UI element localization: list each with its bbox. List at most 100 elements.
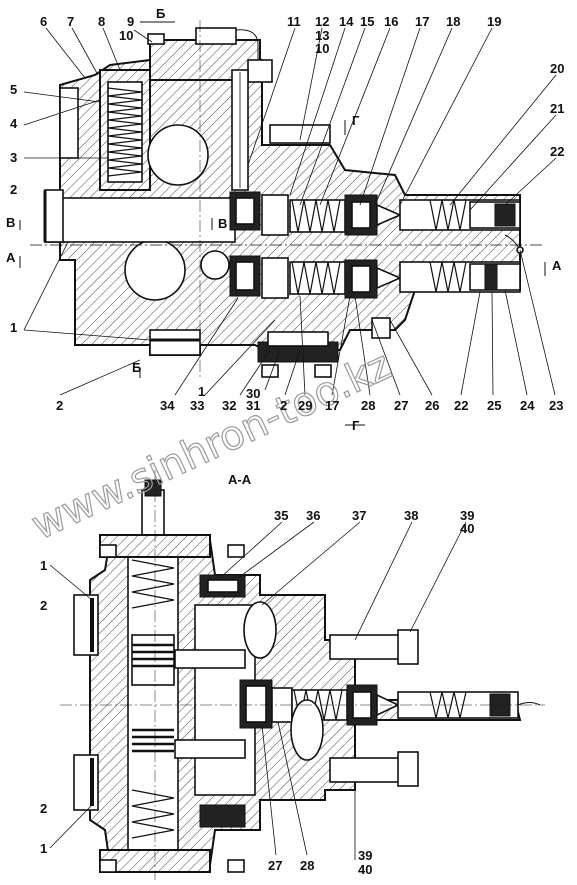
label-15: 15: [360, 14, 374, 29]
section-mark-b-top: Б: [156, 6, 165, 21]
sleeve-15: [261, 194, 289, 236]
label-section-28: 28: [300, 858, 314, 873]
spool-rings: [132, 643, 174, 753]
label-17-a: 17: [415, 14, 429, 29]
label-section-2-a: 2: [40, 598, 47, 613]
label-18: 18: [446, 14, 460, 29]
section-mark-b-bottom: Б: [132, 360, 141, 375]
label-section-1-b: 1: [40, 841, 47, 856]
label-39-a: 39: [460, 508, 474, 523]
spring-3: [107, 87, 143, 177]
leader-lines: [23, 27, 557, 860]
top-view-labels: 6 7 8 9 10 11 12 13 10 14 15 16 17 18 19…: [10, 14, 564, 413]
port-1-bottom: [149, 329, 201, 356]
fitting-11: [247, 59, 273, 83]
label-26: 26: [425, 398, 439, 413]
oval-bore-37: [243, 601, 277, 659]
label-39-b: 39: [358, 848, 372, 863]
label-section-1-a: 1: [40, 558, 47, 573]
cone-18: [376, 203, 403, 227]
label-35: 35: [274, 508, 288, 523]
label-28-a: 28: [361, 398, 375, 413]
label-11: 11: [287, 14, 301, 29]
section-mark-a-right: А: [552, 258, 562, 273]
label-16: 16: [384, 14, 398, 29]
label-30: 30: [246, 386, 260, 401]
oval-bore-right: [290, 699, 324, 761]
label-3: 3: [10, 150, 17, 165]
bolt-head-39: [397, 629, 419, 665]
label-38: 38: [404, 508, 418, 523]
label-21: 21: [550, 101, 564, 116]
label-40-b: 40: [358, 862, 372, 877]
label-13: 13: [315, 28, 329, 43]
label-10-b: 10: [315, 41, 329, 56]
watermark: www.sinhron-too.kz: [25, 342, 398, 549]
nut-25: [484, 263, 498, 291]
wire-section: [517, 702, 541, 706]
label-25: 25: [487, 398, 501, 413]
plug-bottom: [199, 804, 246, 828]
plug-22: [494, 203, 516, 227]
label-37: 37: [352, 508, 366, 523]
bolt-head-lower: [397, 751, 419, 787]
label-2-c: 2: [280, 398, 287, 413]
label-20: 20: [550, 61, 564, 76]
label-1-b: 1: [198, 384, 205, 399]
section-mark-a-left: А: [6, 250, 16, 265]
label-2-a: 2: [10, 182, 17, 197]
label-27-a: 27: [394, 398, 408, 413]
section-view-a-a: [60, 470, 545, 880]
bolt-lower: [329, 757, 401, 783]
label-23: 23: [549, 398, 563, 413]
sleeve-29: [261, 257, 289, 299]
port-2-upper: [73, 594, 99, 656]
label-22-a: 22: [550, 144, 564, 159]
label-9: 9: [127, 14, 134, 29]
label-17-b: 17: [325, 398, 339, 413]
label-section-27: 27: [268, 858, 282, 873]
label-32: 32: [222, 398, 236, 413]
bore-lower: [124, 239, 186, 301]
bolt-bottom: [314, 364, 332, 378]
plug-2-top: [44, 189, 64, 243]
section-view-labels: 35 36 37 38 39 40 1 2 2 1 27 28 39 40: [40, 508, 474, 877]
label-7: 7: [67, 14, 74, 29]
label-2-b: 2: [56, 398, 63, 413]
bore-small: [200, 250, 230, 280]
bolt-9-10: [147, 33, 165, 45]
label-29: 29: [298, 398, 312, 413]
pipe-line: [235, 29, 259, 62]
cone-26: [376, 266, 403, 290]
label-34: 34: [160, 398, 175, 413]
label-8: 8: [98, 14, 105, 29]
section-mark-g-top: Г: [352, 113, 360, 128]
spool-spring-bottom: [131, 789, 175, 839]
label-10-a: 10: [119, 28, 133, 43]
main-bore-left: [44, 197, 236, 243]
spool-spring-top: [131, 559, 175, 609]
section-mark-v-mid: В: [218, 216, 227, 231]
label-1-a: 1: [10, 320, 17, 335]
top-view: [30, 20, 545, 380]
label-6: 6: [40, 14, 47, 29]
port-2-lower: [73, 754, 99, 811]
label-5: 5: [10, 82, 17, 97]
label-36: 36: [306, 508, 320, 523]
label-31: 31: [246, 398, 260, 413]
label-section-2-b: 2: [40, 801, 47, 816]
label-24: 24: [520, 398, 535, 413]
label-22-b: 22: [454, 398, 468, 413]
section-arrows: [19, 21, 546, 426]
label-19: 19: [487, 14, 501, 29]
spool-column: [127, 539, 179, 851]
label-40-a: 40: [460, 521, 474, 536]
cover-plate: [269, 124, 331, 144]
section-mark-v-left: В: [6, 215, 15, 230]
bore-upper: [147, 124, 209, 186]
label-12: 12: [315, 14, 329, 29]
bolt-38: [329, 634, 401, 660]
top-bolt-head: [195, 27, 237, 45]
label-4: 4: [10, 116, 18, 131]
